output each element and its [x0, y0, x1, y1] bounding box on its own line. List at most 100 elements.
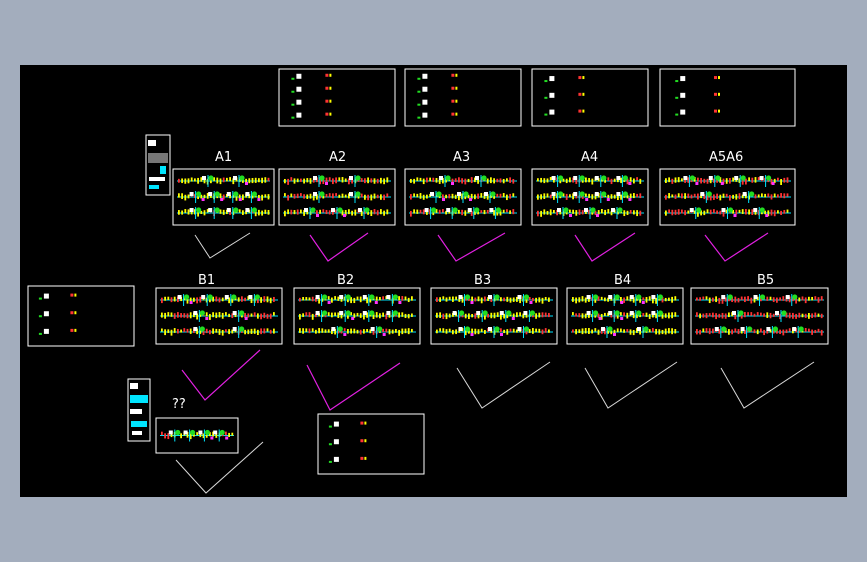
schematic-sheet-b3[interactable]	[430, 287, 558, 345]
component-mark	[535, 313, 537, 319]
symbol-mark	[488, 295, 492, 299]
device-mark	[293, 193, 296, 199]
component-mark	[258, 194, 260, 201]
symbol-mark	[753, 295, 758, 299]
legend-symbol	[43, 293, 49, 299]
schematic-sheet-unknown[interactable]	[155, 417, 239, 454]
component-mark	[588, 193, 590, 198]
component-mark	[190, 177, 193, 182]
component-mark	[321, 313, 324, 317]
component-mark	[645, 312, 648, 317]
legend-symbol	[544, 113, 548, 116]
component-mark	[196, 328, 198, 335]
terminal-node	[481, 175, 487, 181]
schematic-sheet-b5[interactable]	[690, 287, 829, 345]
component-mark	[480, 328, 483, 333]
device-mark	[296, 209, 299, 215]
device-mark	[311, 296, 314, 302]
device-mark	[287, 194, 289, 201]
component-mark	[537, 194, 539, 200]
device-mark	[196, 297, 198, 304]
device-mark	[820, 329, 823, 336]
component-mark	[334, 296, 336, 300]
schematic-sheet-a2[interactable]	[278, 168, 396, 226]
component-mark	[629, 177, 632, 182]
component-mark	[245, 178, 247, 184]
component-mark	[167, 312, 170, 317]
legend-symbol	[549, 109, 555, 115]
legend-symbol	[422, 73, 428, 79]
component-mark	[212, 312, 214, 318]
legend-symbol	[329, 73, 332, 77]
component-mark	[500, 313, 502, 320]
terminal-node	[196, 191, 202, 197]
component-mark	[769, 329, 772, 333]
component-mark	[522, 313, 525, 319]
device-mark	[432, 177, 435, 183]
legend-symbol	[455, 112, 458, 116]
device-mark	[734, 328, 737, 333]
terminal-node	[747, 326, 753, 332]
marker-mark	[529, 301, 533, 304]
marker-mark	[398, 301, 402, 304]
legend-symbol	[291, 77, 295, 80]
device-mark	[225, 431, 227, 436]
terminal-node	[337, 207, 343, 213]
device-mark	[776, 329, 778, 334]
terminal-node	[715, 175, 721, 181]
schematic-sheet-a3[interactable]	[404, 168, 522, 226]
legend-symbol	[718, 92, 720, 96]
component-mark	[538, 297, 541, 303]
marker-mark	[327, 301, 331, 304]
schematic-sheet-b1[interactable]	[155, 287, 283, 345]
component-mark	[764, 193, 766, 198]
symbol-mark	[734, 176, 739, 180]
component-mark	[206, 193, 209, 199]
schematic-sheet-a1[interactable]	[172, 168, 275, 226]
terminal-node	[721, 326, 727, 332]
device-mark	[684, 210, 686, 216]
component-mark	[652, 313, 654, 318]
sheet-label-b5: B5	[757, 273, 774, 288]
marker-mark	[316, 214, 319, 217]
component-mark	[379, 296, 381, 301]
component-mark	[293, 210, 296, 215]
device-mark	[186, 313, 189, 319]
check-mark-unknown	[175, 441, 264, 494]
device-mark	[541, 329, 544, 335]
schematic-sheet-b2[interactable]	[293, 287, 421, 345]
component-mark	[503, 329, 505, 334]
device-mark	[364, 209, 366, 215]
schematic-sheet-b4[interactable]	[566, 287, 684, 345]
device-mark	[783, 193, 786, 199]
component-mark	[584, 297, 587, 303]
component-mark	[665, 178, 667, 183]
component-mark	[360, 210, 363, 216]
component-mark	[584, 313, 587, 319]
cad-viewport[interactable]: A1 A2 A3 A4 A5A6	[20, 65, 847, 497]
terminal-node	[184, 294, 190, 300]
component-mark	[386, 209, 389, 215]
device-mark	[715, 313, 717, 320]
component-mark	[215, 432, 218, 438]
component-mark	[189, 297, 192, 302]
device-mark	[725, 193, 728, 198]
device-mark	[798, 312, 801, 318]
symbol-mark	[601, 327, 605, 331]
component-mark	[432, 210, 435, 216]
schematic-sheet-a4[interactable]	[531, 168, 649, 226]
component-mark	[373, 193, 376, 199]
device-mark	[322, 209, 325, 213]
schematic-sheet-a5a6[interactable]	[659, 168, 796, 226]
device-mark	[266, 313, 269, 319]
device-mark	[178, 178, 180, 183]
device-mark	[702, 296, 705, 300]
component-mark	[356, 296, 359, 300]
terminal-node	[494, 326, 500, 332]
symbol-mark	[198, 430, 203, 435]
device-mark	[572, 329, 574, 333]
device-mark	[782, 329, 785, 336]
terminal-node	[601, 175, 607, 181]
device-mark	[410, 210, 412, 217]
component-mark	[639, 297, 641, 303]
